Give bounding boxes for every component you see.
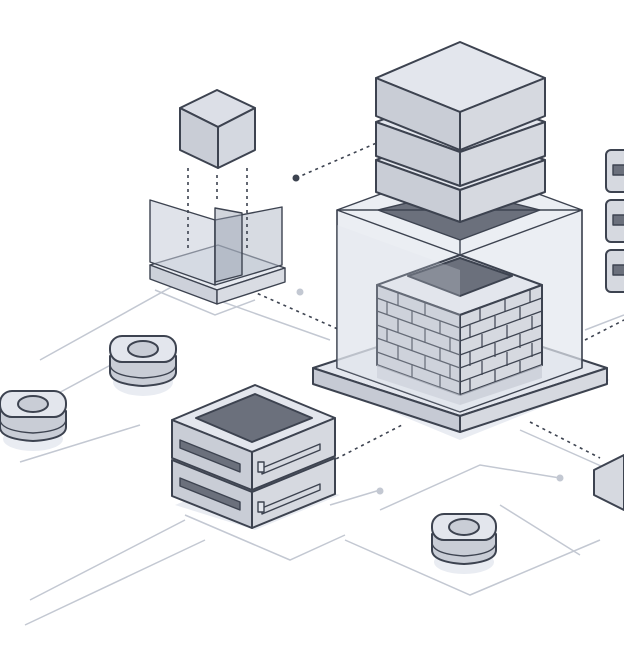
network-nodes (296, 288, 564, 495)
brick-courses-right (459, 290, 543, 391)
server-rack-icon (605, 149, 624, 293)
network-node-icon (296, 288, 304, 296)
server-rack-icon (593, 454, 624, 511)
brick-courses-left (376, 293, 461, 388)
network-node-icon (292, 174, 300, 182)
network-node-icon (376, 487, 384, 495)
network-connector-lines (19, 284, 624, 626)
network-node-icon (556, 474, 564, 482)
dashed-link-lines (244, 137, 624, 463)
disk-stack-icon (109, 335, 177, 396)
glass-panel-platform (149, 168, 286, 305)
server-rack-icon (171, 384, 340, 530)
firewall-brick-cube-icon (376, 254, 543, 405)
disk-stack-icon (0, 390, 67, 451)
transparent-cube-icon (179, 89, 256, 169)
glass-box-front (336, 209, 583, 412)
database-stack-icon (375, 41, 546, 223)
disk-stack-icon (431, 513, 497, 574)
